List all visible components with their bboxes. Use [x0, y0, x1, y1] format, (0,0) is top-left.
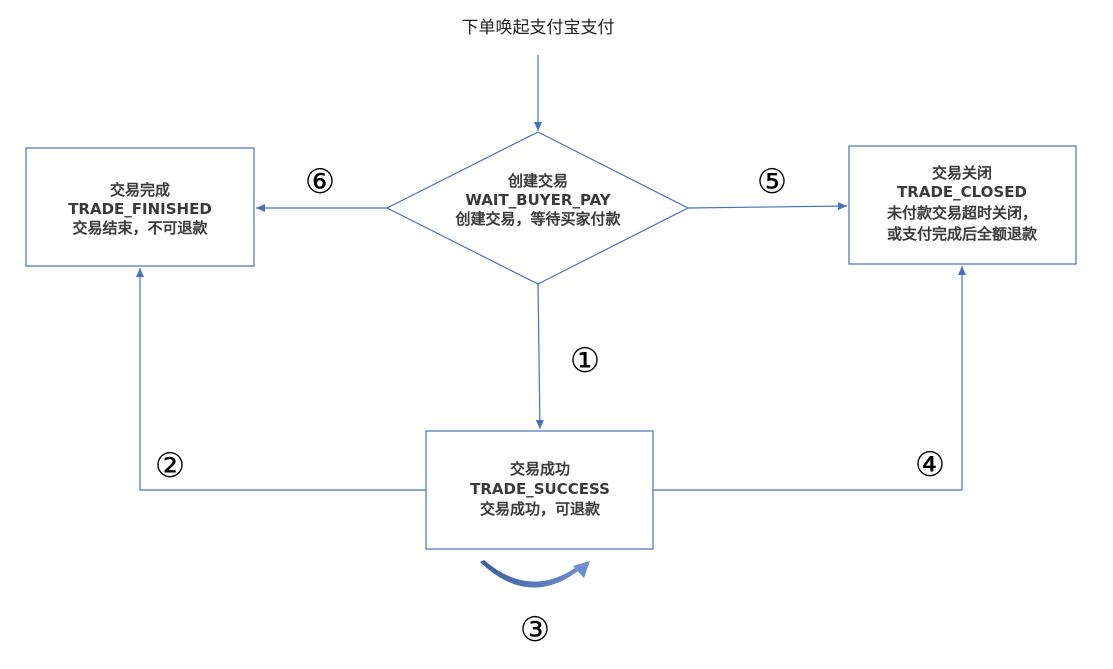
- step-marker-3: ③: [520, 610, 550, 650]
- node-wait-buyer-pay-line-1: 创建交易: [507, 172, 568, 190]
- node-trade-success-line-1: 交易成功: [510, 460, 570, 478]
- node-wait-buyer-pay-line-2: WAIT_BUYER_PAY: [465, 191, 611, 209]
- node-trade-finished-line-1: 交易完成: [110, 181, 170, 199]
- step-marker-4: ④: [915, 445, 945, 485]
- step-marker-6: ⑥: [305, 162, 335, 202]
- node-trade-closed-line-1: 交易关闭: [932, 164, 992, 182]
- arrow-create-to-success: [535, 283, 544, 430]
- node-trade-finished-line-3: 交易结束，不可退款: [72, 219, 208, 237]
- self-loop-arrow-body: [480, 560, 582, 588]
- node-trade-finished-line-2: TRADE_FINISHED: [68, 200, 212, 218]
- node-wait-buyer-pay-line-3: 创建交易，等待买家付款: [454, 210, 621, 228]
- node-trade-closed-line-4: 或支付完成后全额退款: [887, 225, 1038, 243]
- node-trade-success-line-2: TRADE_SUCCESS: [470, 480, 610, 498]
- start-label: 下单唤起支付宝支付: [462, 18, 615, 38]
- step-marker-1: ①: [570, 341, 600, 381]
- node-trade-success-shape: [425, 430, 654, 550]
- step-marker-5: ⑤: [757, 162, 787, 202]
- arrow-create-to-closed: [687, 202, 848, 211]
- arrow-success-to-finished: [136, 268, 426, 491]
- node-trade-closed-line-2: TRADE_CLOSED: [897, 183, 1027, 201]
- arrow-success-to-closed: [653, 266, 966, 491]
- step-marker-2: ②: [155, 446, 185, 486]
- node-trade-closed-shape: [848, 145, 1077, 265]
- node-trade-closed-line-3: 未付款交易超时关闭，: [886, 204, 1037, 222]
- node-trade-success-line-3: 交易成功，可退款: [480, 500, 601, 518]
- node-trade-finished-shape: [25, 147, 255, 267]
- self-loop-arrow-head: [573, 561, 590, 578]
